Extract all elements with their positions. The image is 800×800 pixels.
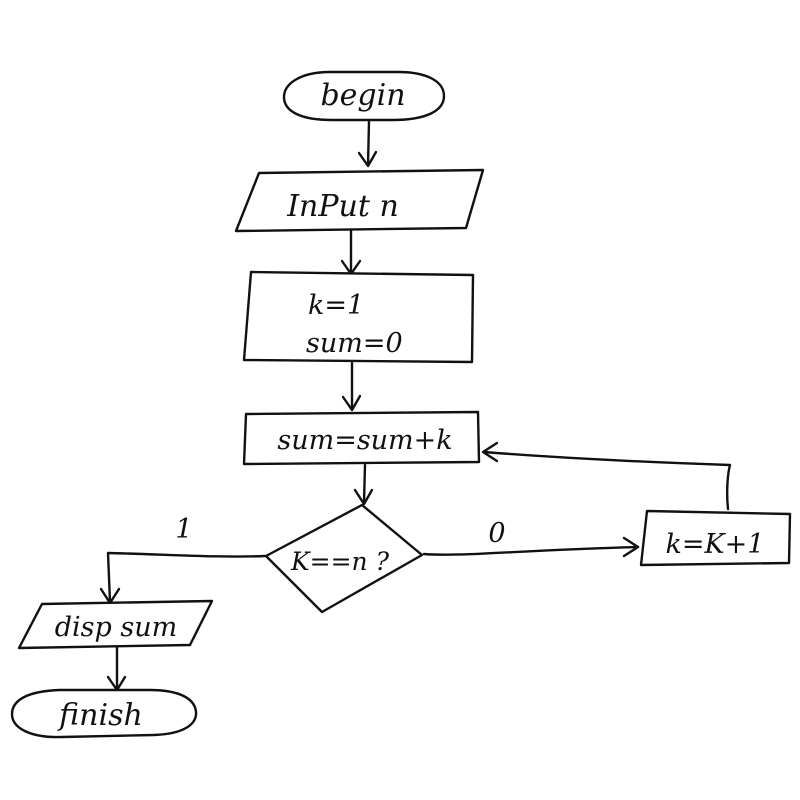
arrowhead-icon: [481, 441, 499, 463]
condition-node: K==n ?: [264, 503, 424, 614]
edge-input-init: [340, 229, 362, 276]
edge-display-finish: [106, 645, 127, 692]
begin-node: begin: [282, 70, 446, 122]
true-branch-label: 1: [175, 514, 192, 545]
increment-node: k=K+1: [639, 509, 792, 567]
edge-begin-input: [357, 119, 378, 168]
begin-label: begin: [320, 78, 405, 113]
display-node: disp sum: [17, 599, 214, 650]
edge-init-accumulate: [341, 361, 362, 412]
accumulate-label: sum=sum+k: [277, 425, 452, 456]
input-node: InPut n: [234, 168, 485, 233]
accumulate-node: sum=sum+k: [242, 410, 481, 466]
display-label: disp sum: [55, 612, 178, 643]
edge-condition-display: 1: [99, 514, 267, 605]
edge-increment-accumulate: [481, 441, 732, 511]
finish-label: finish: [57, 698, 143, 733]
arrowhead-icon: [341, 394, 362, 412]
init-node: k=1 sum=0: [242, 270, 475, 364]
finish-node: finish: [10, 688, 198, 739]
arrowhead-icon: [357, 150, 378, 168]
edge-condition-increment: 0: [422, 518, 640, 558]
arrowhead-icon: [353, 488, 374, 506]
arrowhead-icon: [622, 536, 640, 558]
condition-label: K==n ?: [290, 547, 390, 576]
false-branch-label: 0: [488, 518, 505, 549]
edge-accumulate-condition: [353, 463, 374, 506]
init-k-label: k=1: [308, 290, 364, 321]
input-label: InPut n: [286, 189, 399, 224]
increment-label: k=K+1: [666, 529, 765, 560]
init-sum-label: sum=0: [306, 328, 403, 359]
